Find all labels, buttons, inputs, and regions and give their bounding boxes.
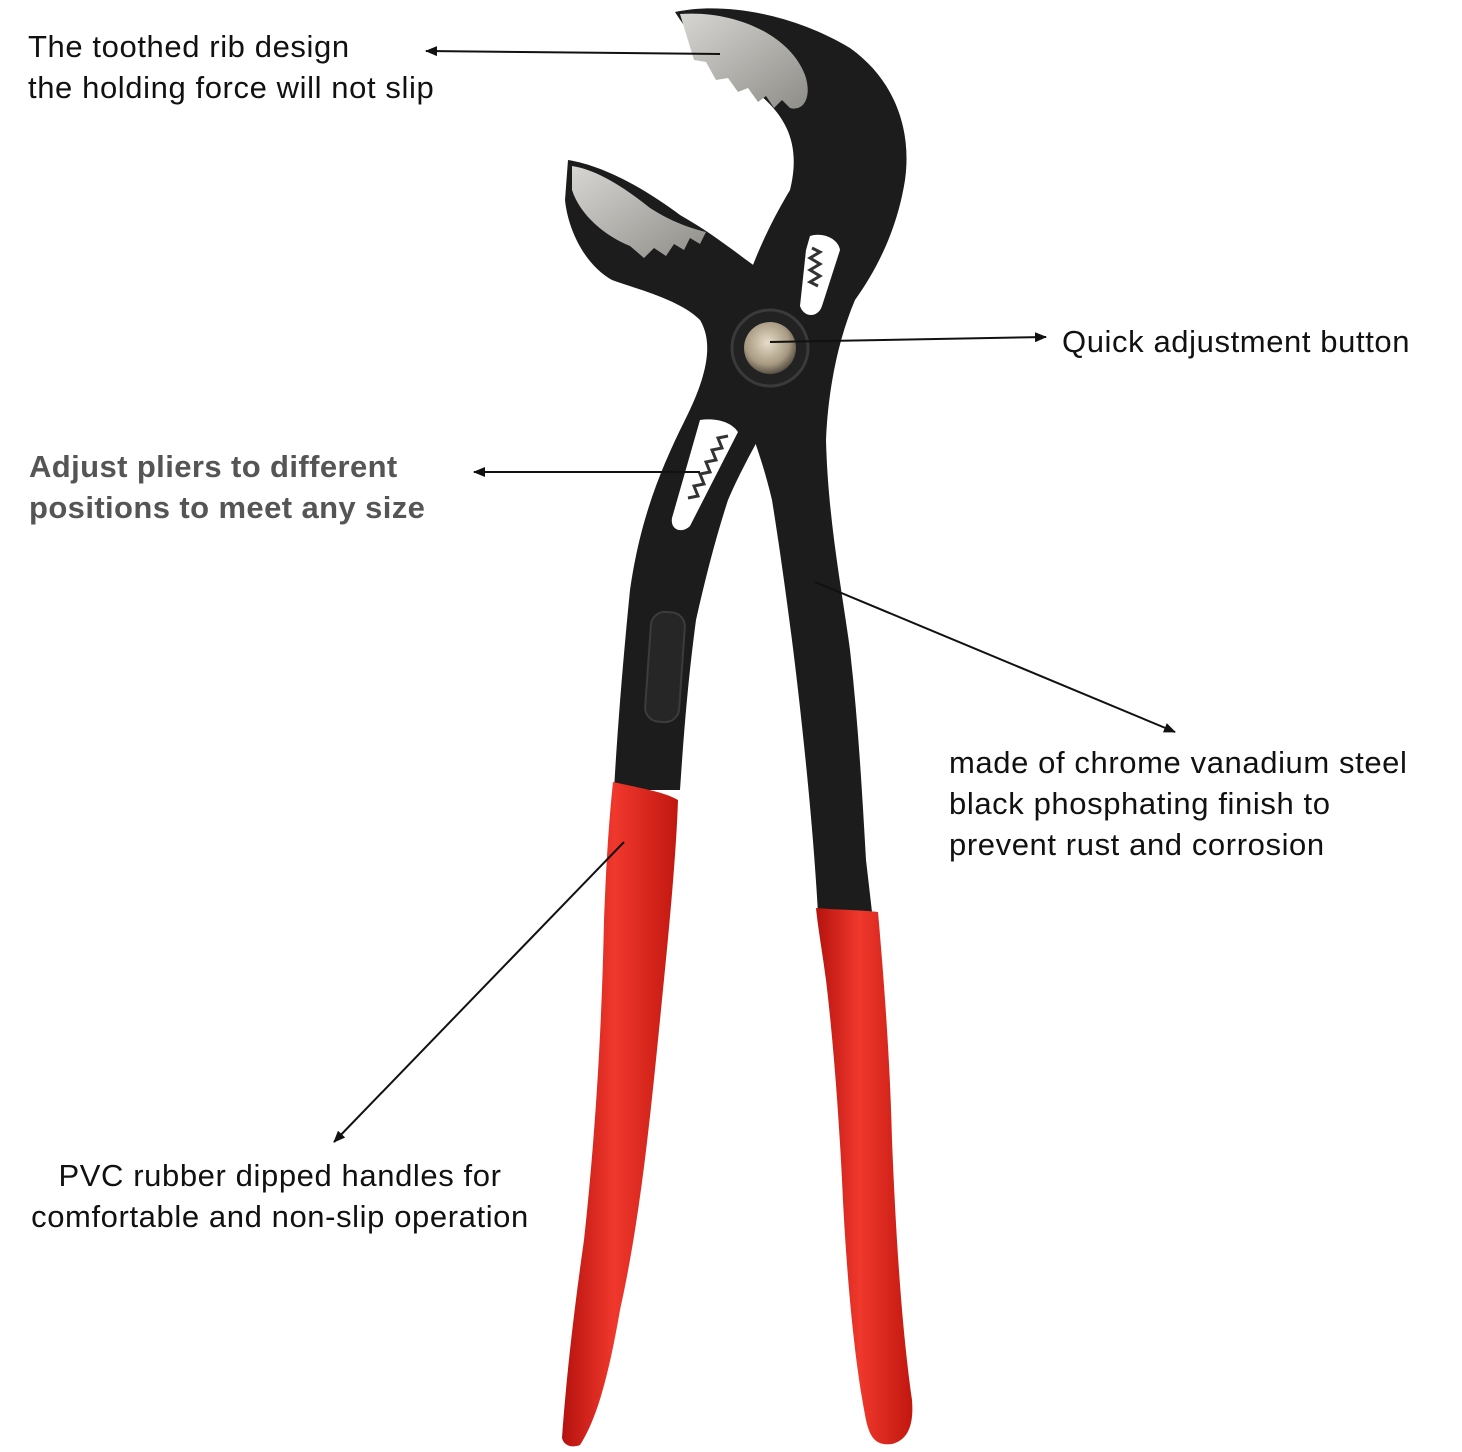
callout-line: Quick adjustment button	[1062, 324, 1411, 359]
callout-line: PVC rubber dipped handles for	[58, 1158, 502, 1193]
arrow-steel	[814, 581, 1176, 733]
emboss-plate	[644, 610, 686, 724]
callout-handles: PVC rubber dipped handles for comfortabl…	[2, 1155, 558, 1237]
right-red-handle	[816, 908, 913, 1445]
lower-jaw-teeth	[572, 166, 706, 258]
left-arm	[565, 160, 800, 790]
callout-material: made of chrome vanadium steel black phos…	[949, 742, 1408, 865]
callout-quick-adjust: Quick adjustment button	[1062, 321, 1410, 362]
callout-line: Adjust pliers to different	[29, 449, 398, 484]
callout-line: the holding force will not slip	[28, 70, 435, 105]
arrow-rib	[425, 46, 721, 57]
callout-line: made of chrome vanadium steel	[949, 745, 1408, 780]
callout-adjust-positions: Adjust pliers to different positions to …	[29, 446, 425, 528]
callout-line: The toothed rib design	[28, 29, 350, 64]
callout-line: black phosphating finish to	[949, 786, 1331, 821]
callout-line: positions to meet any size	[29, 490, 426, 525]
arrow-button	[769, 332, 1047, 343]
callout-rib-design: The toothed rib design the holding force…	[28, 26, 434, 108]
left-red-handle	[562, 782, 678, 1447]
arrow-handles	[333, 841, 625, 1143]
right-arm	[675, 8, 907, 914]
callout-arrows	[333, 46, 1176, 1143]
upper-jaw-teeth	[680, 13, 808, 109]
quick-adjust-button	[744, 322, 796, 374]
callout-line: comfortable and non-slip operation	[31, 1199, 529, 1234]
callout-line: prevent rust and corrosion	[949, 827, 1325, 862]
pliers-illustration	[562, 8, 913, 1447]
